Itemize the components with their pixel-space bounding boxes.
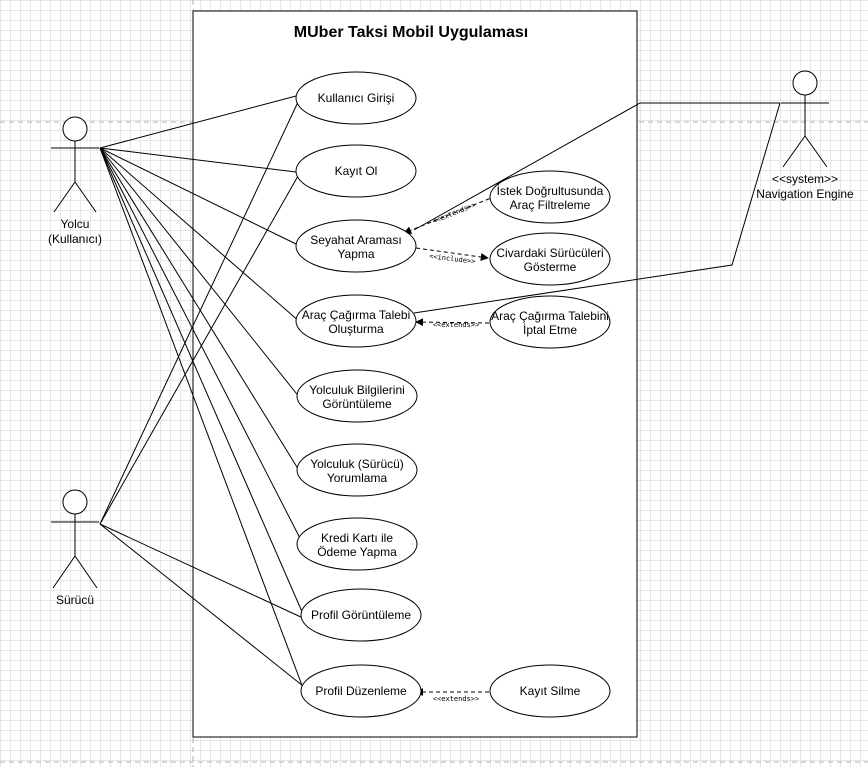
actor-navigation-engine[interactable]: <<system>> Navigation Engine [756, 70, 854, 201]
use-case-label: Araç Çağırma Talebini [491, 309, 609, 323]
actor-label: (Kullanıcı) [48, 232, 102, 246]
use-case-label: Kullanıcı Girişi [318, 91, 395, 105]
use-case-kredi-karti[interactable]: Kredi Kartı ile Ödeme Yapma [296, 517, 418, 571]
use-case-label: Oluşturma [328, 322, 384, 336]
use-case-label: Kayıt Silme [520, 684, 581, 698]
use-case-profil-goruntuleme[interactable]: Profil Görüntüleme [300, 588, 422, 642]
use-case-label: Görüntüleme [322, 397, 392, 411]
use-case-label: Seyahat Araması [310, 233, 401, 247]
use-case-kayit-silme[interactable]: Kayıt Silme [489, 664, 611, 718]
use-case-label: Ödeme Yapma [317, 545, 397, 559]
use-case-label: Araç Filtreleme [510, 198, 591, 212]
actor-stereotype: <<system>> [772, 172, 838, 186]
use-case-arac-cagirma[interactable]: Araç Çağırma Talebi Oluşturma [295, 294, 417, 348]
actor-yolcu[interactable]: Yolcu (Kullanıcı) [48, 116, 102, 246]
use-case-label: Profil Görüntüleme [311, 608, 411, 622]
use-case-label: İptal Etme [523, 323, 577, 337]
use-case-istek-filtreleme[interactable]: İstek Doğrultusunda Araç Filtreleme [489, 170, 611, 224]
include-arrow [415, 247, 489, 261]
stick-figure-icon [781, 70, 829, 168]
use-case-profil-duzenleme[interactable]: Profil Düzenleme [300, 664, 422, 718]
extends-label: <<extends>> [433, 695, 479, 703]
extends-arrow [403, 195, 497, 235]
use-case-civardaki-suruculer[interactable]: Civardaki Sürücüleri Gösterme [489, 232, 611, 286]
actor-label: Sürücü [56, 593, 94, 607]
use-case-label: Yolculuk Bilgilerini [309, 383, 405, 397]
use-case-seyahat-aramasi[interactable]: Seyahat Araması Yapma [295, 219, 417, 273]
stick-figure-icon [51, 489, 99, 589]
use-case-label: İstek Doğrultusunda [497, 184, 604, 198]
actor-label: Yolcu [61, 217, 90, 231]
use-case-yolculuk-bilgileri[interactable]: Yolculuk Bilgilerini Görüntüleme [296, 369, 418, 423]
system-boundary[interactable] [192, 10, 638, 738]
use-case-label: Civardaki Sürücüleri [496, 246, 603, 260]
extends-arrow [415, 318, 490, 327]
use-case-label: Araç Çağırma Talebi [302, 308, 411, 322]
use-case-yolculuk-yorumlama[interactable]: Yolculuk (Sürücü) Yorumlama [296, 443, 418, 497]
use-case-label: Kayıt Ol [335, 164, 378, 178]
actor-surucu[interactable]: Sürücü [51, 489, 99, 607]
extends-label: <<extends>> [433, 321, 479, 329]
stick-figure-icon [51, 116, 99, 213]
surucu-associations [99, 101, 304, 687]
use-case-label: Gösterme [524, 260, 577, 274]
actor-label: Navigation Engine [756, 187, 854, 201]
use-case-label: Kredi Kartı ile [321, 531, 393, 545]
use-case-label: Yapma [337, 247, 374, 261]
use-case-label: Yolculuk (Sürücü) [310, 457, 404, 471]
use-case-arac-cagirma-iptal[interactable]: Araç Çağırma Talebini İptal Etme [489, 295, 611, 349]
use-case-label: Yorumlama [327, 471, 388, 485]
system-title: MUber Taksi Mobil Uygulaması [294, 24, 528, 41]
use-case-kullanici-girisi[interactable]: Kullanıcı Girişi [295, 71, 417, 125]
use-case-kayit-ol[interactable]: Kayıt Ol [295, 144, 417, 198]
use-case-label: Profil Düzenleme [315, 684, 407, 698]
nav-associations [413, 102, 781, 314]
yolcu-associations [99, 95, 305, 689]
